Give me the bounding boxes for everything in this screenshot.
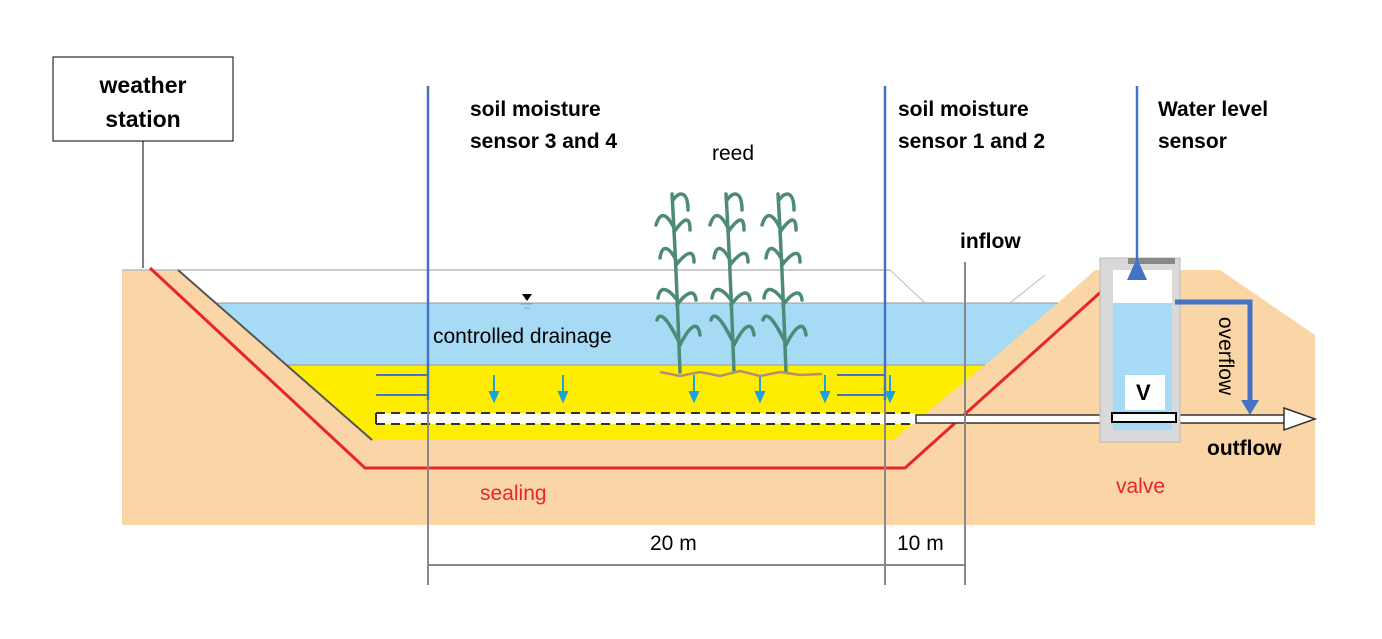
water-level-sensor-label: Water level sensor bbox=[1158, 98, 1269, 153]
sealing-label: sealing bbox=[480, 482, 547, 505]
drain-pipe bbox=[376, 413, 916, 424]
water-layer bbox=[215, 303, 1058, 365]
controlled-drainage-label: controlled drainage bbox=[433, 325, 612, 348]
reed-plants bbox=[654, 192, 808, 374]
sensor-12-label: soil moisture sensor 1 and 2 bbox=[898, 98, 1046, 153]
valve-plate bbox=[1111, 412, 1177, 423]
dimension-20m: 20 m bbox=[650, 532, 697, 555]
reed-label: reed bbox=[712, 142, 755, 165]
weather-station-label: weather station bbox=[99, 72, 187, 132]
valve-label: valve bbox=[1116, 475, 1166, 498]
overflow-label: overflow bbox=[1214, 316, 1238, 396]
valve-symbol: V bbox=[1136, 380, 1151, 405]
overflow-arrow bbox=[1175, 299, 1253, 405]
dimension-10m: 10 m bbox=[897, 532, 944, 555]
reed-roots bbox=[659, 369, 823, 378]
weather-station-box bbox=[52, 56, 234, 142]
filter-layer bbox=[286, 365, 985, 440]
sealing-line bbox=[148, 266, 1105, 470]
infiltration-arrows bbox=[488, 375, 896, 404]
outflow-arrow bbox=[1283, 406, 1318, 432]
sensor-34-label: soil moisture sensor 3 and 4 bbox=[470, 98, 618, 153]
soil bbox=[122, 270, 1315, 525]
inflow-label: inflow bbox=[960, 230, 1021, 253]
water-level-symbol bbox=[522, 294, 532, 301]
outflow-label: outflow bbox=[1207, 437, 1282, 460]
